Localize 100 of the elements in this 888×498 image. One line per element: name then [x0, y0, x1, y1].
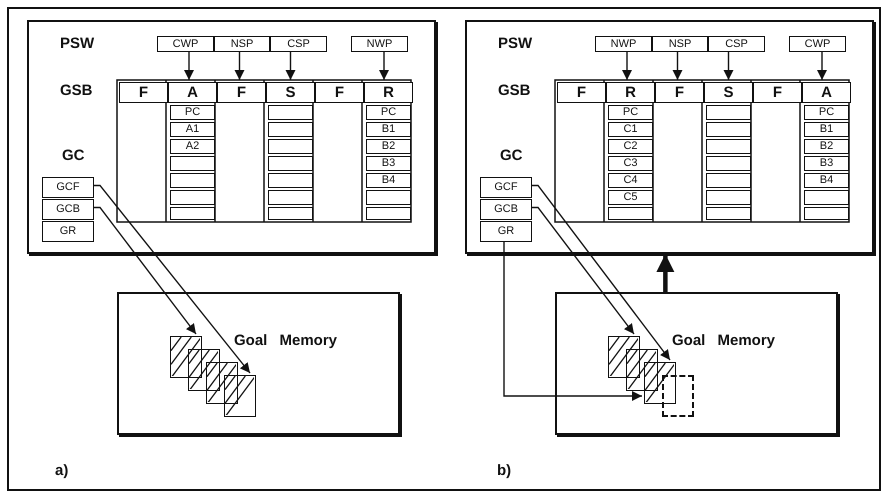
- arrow: [503, 240, 642, 401]
- stack-slot: B4: [366, 173, 411, 188]
- register-field: NWP: [595, 36, 652, 52]
- stack-slot: B2: [366, 139, 411, 154]
- stack-slot: [706, 139, 751, 154]
- stack-slot: B1: [804, 122, 849, 137]
- hatched-frame: [170, 336, 202, 378]
- register-field: GCF: [42, 177, 94, 198]
- stack-slot: [268, 105, 313, 120]
- register-field: NSP: [214, 36, 270, 52]
- processor-box: [465, 20, 874, 254]
- hatched-frame: [206, 362, 238, 404]
- register-field: NWP: [351, 36, 408, 52]
- arrow: [286, 50, 296, 80]
- arrow: [622, 50, 632, 80]
- arrow: [234, 50, 244, 80]
- stack-slot: [170, 156, 215, 171]
- column-header: F: [119, 82, 168, 103]
- hatched-frame: [224, 375, 256, 417]
- column-header: R: [606, 82, 655, 103]
- stack-slot: [366, 190, 411, 205]
- column-header: A: [802, 82, 851, 103]
- column-header: F: [753, 82, 802, 103]
- hatched-frame: [644, 362, 676, 404]
- stack-slot: B3: [366, 156, 411, 171]
- column-header: S: [266, 82, 315, 103]
- arrow: [817, 50, 827, 80]
- column-header: F: [217, 82, 266, 103]
- column-header: R: [364, 82, 413, 103]
- row-label: GSB: [60, 82, 93, 99]
- arrow: [672, 50, 682, 80]
- register-field: GCF: [480, 177, 532, 198]
- stack-slot: [268, 207, 313, 220]
- stack-slot: A1: [170, 122, 215, 137]
- arrow: [92, 206, 197, 334]
- panel-label: a): [55, 462, 68, 479]
- row-label: GC: [500, 147, 522, 164]
- stack-slot: [366, 207, 411, 220]
- stack-slot: C1: [608, 122, 653, 137]
- register-field: GR: [480, 221, 532, 242]
- stack-slot: [268, 190, 313, 205]
- stack-slot: [706, 190, 751, 205]
- stack-slot: [268, 122, 313, 137]
- stack-slot: [804, 190, 849, 205]
- column-header: F: [655, 82, 704, 103]
- row-label: GC: [62, 147, 84, 164]
- hatched-frame: [188, 349, 220, 391]
- stack-slot: B4: [804, 173, 849, 188]
- register-field: CSP: [708, 36, 765, 52]
- column-header: A: [168, 82, 217, 103]
- stack-slot: [170, 173, 215, 188]
- stack-slot: [170, 207, 215, 220]
- register-field: NSP: [652, 36, 708, 52]
- stack-slot: C5: [608, 190, 653, 205]
- stack-slot: [706, 173, 751, 188]
- row-label: PSW: [60, 35, 94, 52]
- stack-slot: [268, 139, 313, 154]
- arrow: [92, 184, 251, 374]
- stack-slot: B3: [804, 156, 849, 171]
- register-field: CWP: [157, 36, 214, 52]
- stack-slot: A2: [170, 139, 215, 154]
- stack-slot: B2: [804, 139, 849, 154]
- arrow: [530, 184, 671, 360]
- hatched-frame: [608, 336, 640, 378]
- stack-slot: PC: [608, 105, 653, 120]
- stack-slot: PC: [804, 105, 849, 120]
- stack-slot: B1: [366, 122, 411, 137]
- arrow: [379, 50, 389, 80]
- stack-slot: PC: [366, 105, 411, 120]
- stack-slot: [706, 122, 751, 137]
- stack-slot: PC: [170, 105, 215, 120]
- box-title: Goal Memory: [672, 332, 776, 349]
- stack-slot: [804, 207, 849, 220]
- stack-slot: [268, 173, 313, 188]
- arrow: [184, 50, 194, 80]
- stack-slot: [170, 190, 215, 205]
- register-field: CSP: [270, 36, 327, 52]
- stack-slot: [706, 156, 751, 171]
- arrow: [724, 50, 734, 80]
- row-label: PSW: [498, 35, 532, 52]
- goal-memory-box: [555, 292, 838, 435]
- column-header: F: [557, 82, 606, 103]
- goal-memory-box: [117, 292, 400, 435]
- processor-box: [27, 20, 436, 254]
- register-field: GCB: [42, 199, 94, 220]
- stack-slot: [706, 207, 751, 220]
- register-field: GR: [42, 221, 94, 242]
- stack-slot: [268, 156, 313, 171]
- box-title: Goal Memory: [234, 332, 338, 349]
- stack-slot: [608, 207, 653, 220]
- stack-slot: C2: [608, 139, 653, 154]
- row-label: GSB: [498, 82, 531, 99]
- register-field: CWP: [789, 36, 846, 52]
- stack-slot: [706, 105, 751, 120]
- arrow: [656, 254, 674, 292]
- column-header: S: [704, 82, 753, 103]
- dashed-frame: [662, 375, 694, 417]
- arrow: [530, 206, 635, 334]
- register-field: GCB: [480, 199, 532, 220]
- stack-slot: C4: [608, 173, 653, 188]
